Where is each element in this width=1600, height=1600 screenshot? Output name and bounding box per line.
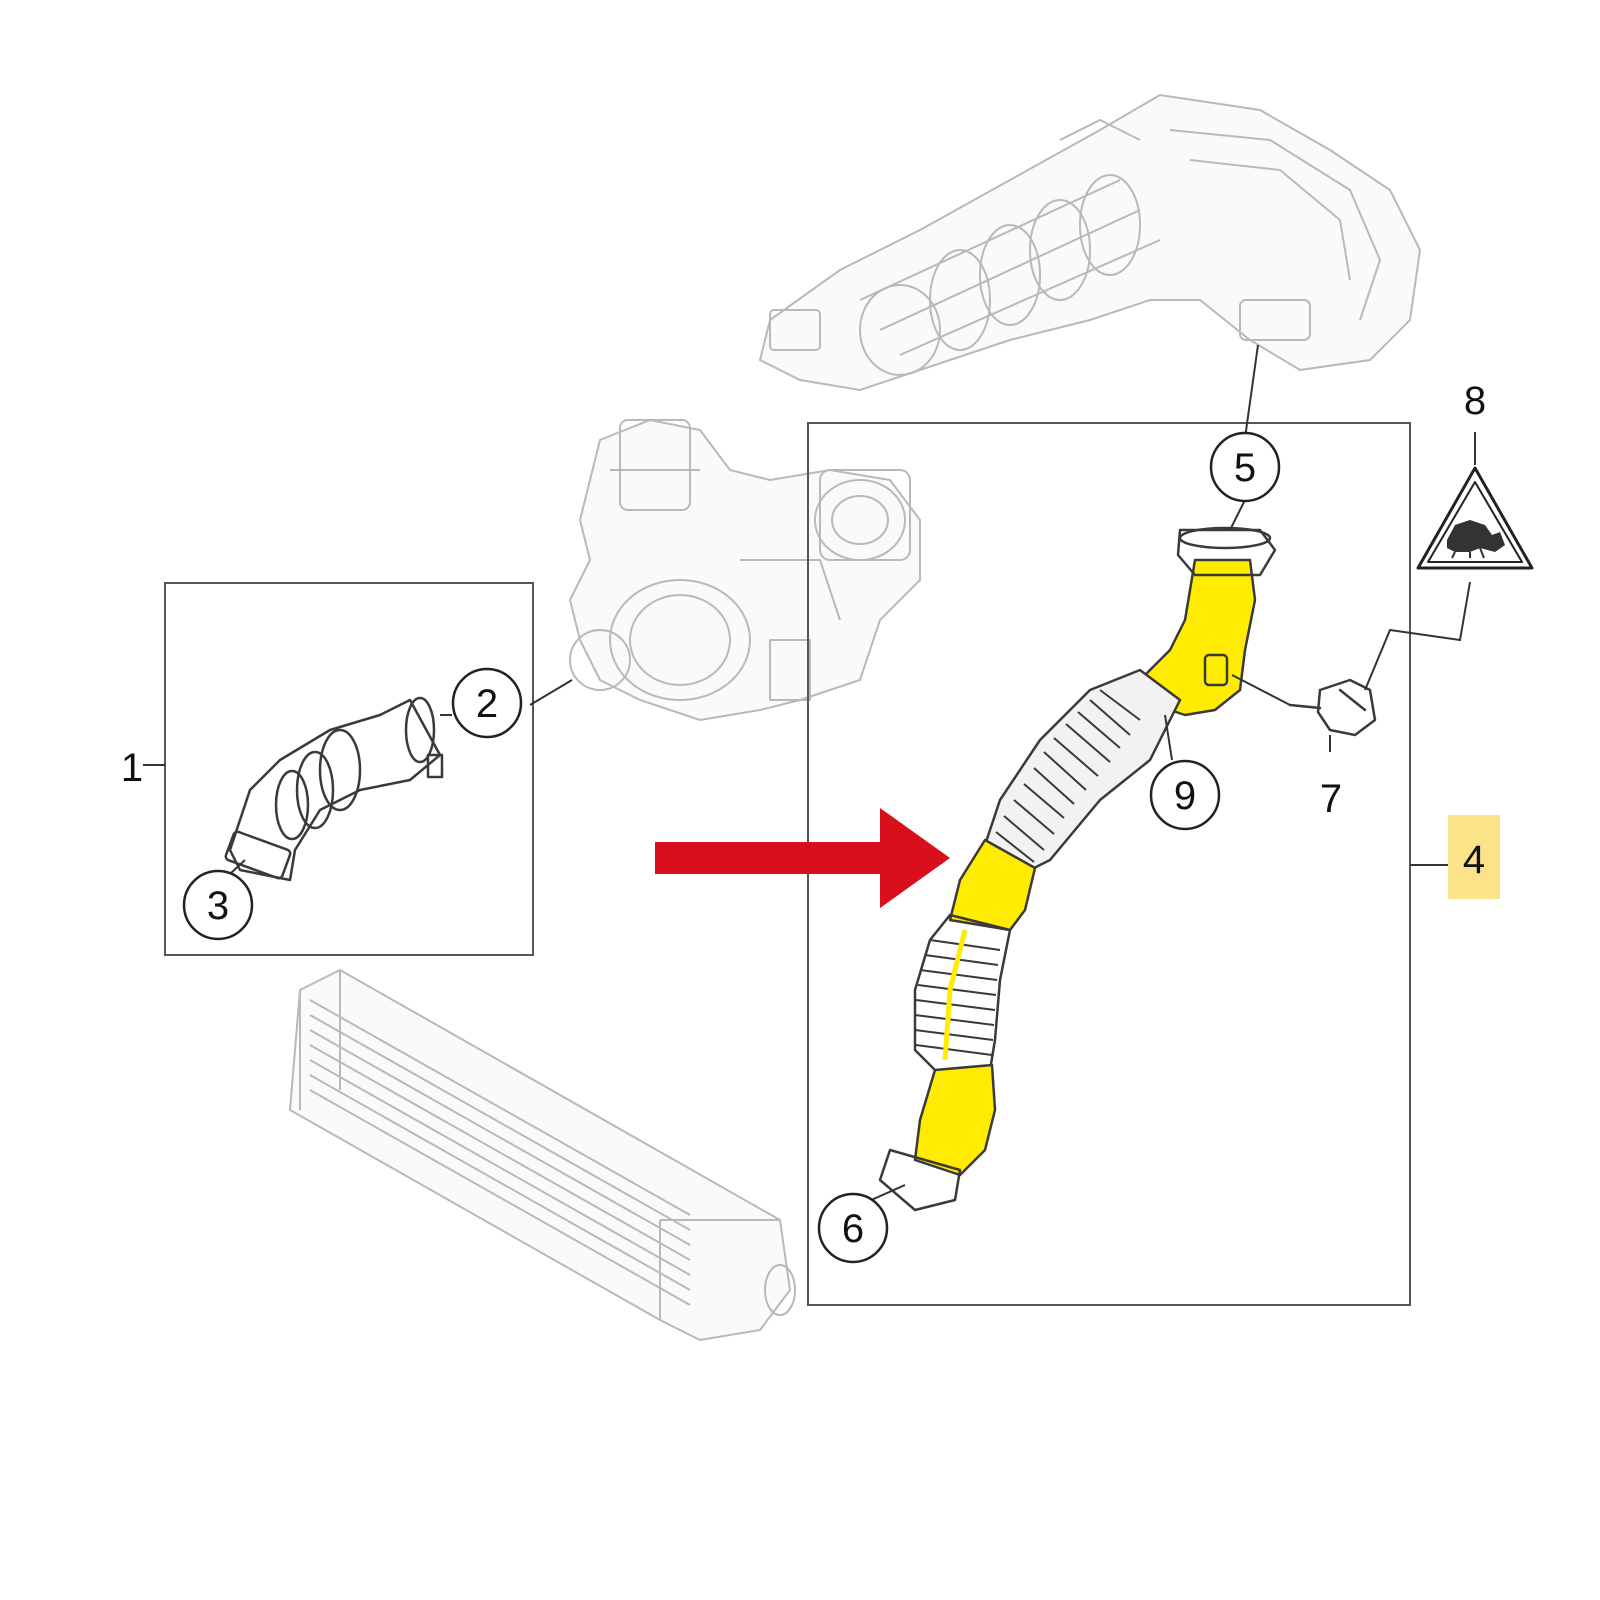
animal-warning-triangle-icon bbox=[1416, 466, 1534, 570]
callout-9-label: 9 bbox=[1174, 774, 1196, 818]
callout-4-label: 4 bbox=[1463, 838, 1485, 882]
callout-5: 5 bbox=[1209, 431, 1281, 503]
charge-pipe-small bbox=[224, 696, 444, 882]
callout-8-label: 8 bbox=[1464, 379, 1486, 423]
kit-frame-1 bbox=[164, 582, 534, 956]
callout-7: 7 bbox=[1320, 777, 1342, 821]
lower-corrugations bbox=[914, 939, 1001, 1056]
upper-corrugations bbox=[995, 689, 1141, 863]
callout-1: 1 bbox=[121, 746, 143, 790]
callout-6-label: 6 bbox=[842, 1207, 864, 1251]
callout-2-label: 2 bbox=[476, 682, 498, 726]
charge-air-hose-highlighted bbox=[878, 526, 1277, 1212]
callout-2: 2 bbox=[451, 667, 523, 739]
callout-6: 6 bbox=[817, 1192, 889, 1264]
callout-5-label: 5 bbox=[1234, 446, 1256, 490]
callout-4: 4 bbox=[1448, 815, 1500, 899]
callout-7-label: 7 bbox=[1320, 777, 1342, 821]
callout-3-label: 3 bbox=[207, 884, 229, 928]
turbocharger-ghost bbox=[568, 418, 921, 722]
callout-9: 9 bbox=[1149, 759, 1221, 831]
callout-3: 3 bbox=[182, 869, 254, 941]
intercooler-ghost bbox=[288, 968, 796, 1342]
leader-lines bbox=[143, 344, 1476, 1206]
pressure-sensor bbox=[1288, 678, 1377, 737]
intake-manifold-ghost bbox=[758, 93, 1422, 392]
red-arrow-icon bbox=[655, 808, 950, 908]
callout-1-label: 1 bbox=[121, 746, 143, 790]
callout-8: 8 bbox=[1464, 379, 1486, 423]
